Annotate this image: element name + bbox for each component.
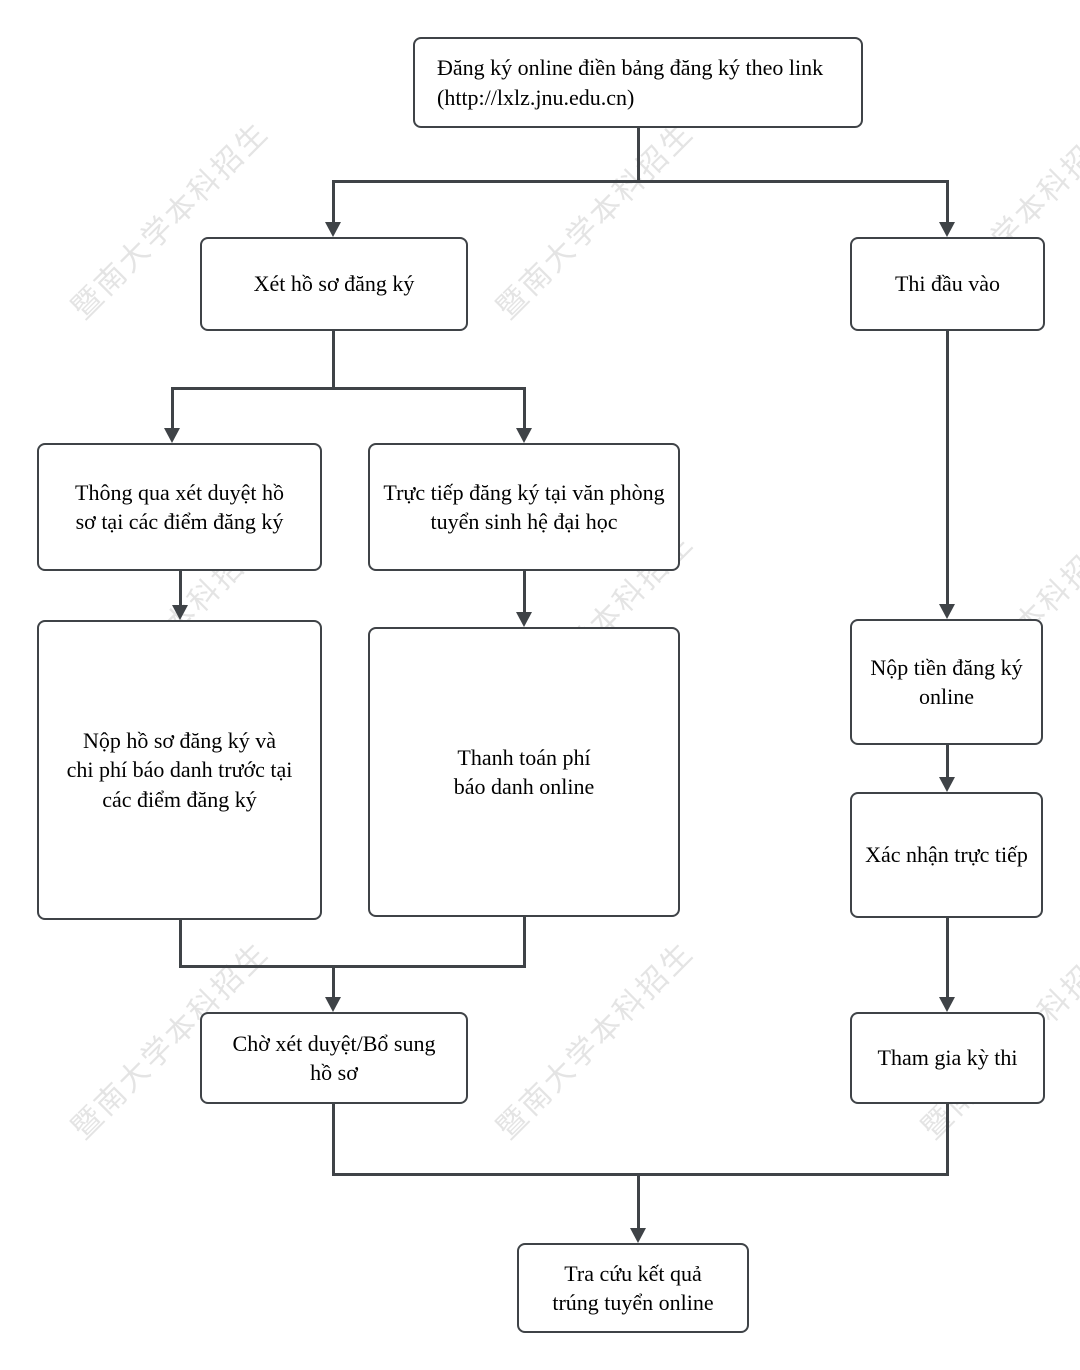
node-pay-registration-online: Nộp tiền đăng ký online — [850, 619, 1043, 745]
arrow-down-icon — [325, 222, 341, 237]
node-label: Thông qua xét duyệt hồ sơ tại các điểm đ… — [75, 479, 284, 534]
node-register-online: Đăng ký online điền bảng đăng ký theo li… — [413, 37, 863, 128]
arrow-down-icon — [939, 777, 955, 792]
connector-line — [332, 331, 335, 389]
node-label: Nộp tiền đăng ký online — [870, 654, 1023, 709]
connector-line — [523, 917, 526, 967]
node-direct-confirmation: Xác nhận trực tiếp — [850, 792, 1043, 918]
node-label: Xác nhận trực tiếp — [865, 842, 1028, 868]
arrow-down-icon — [939, 222, 955, 237]
node-entrance-exam: Thi đầu vào — [850, 237, 1045, 331]
connector-line — [946, 918, 949, 999]
connector-line — [171, 387, 526, 390]
connector-line — [332, 1104, 335, 1175]
connector-line — [332, 180, 335, 225]
connector-line — [171, 387, 174, 430]
arrow-down-icon — [325, 997, 341, 1012]
node-wait-review: Chờ xét duyệt/Bổ sung hồ sơ — [200, 1012, 468, 1104]
node-pay-fee-online: Thanh toán phí báo danh online — [368, 627, 680, 917]
node-label: Thanh toán phí báo danh online — [453, 744, 595, 799]
node-label: Xét hồ sơ đăng ký — [253, 271, 415, 297]
node-label: Chờ xét duyệt/Bổ sung hồ sơ — [232, 1030, 436, 1085]
arrow-down-icon — [939, 997, 955, 1012]
connector-line — [946, 331, 949, 606]
connector-line — [946, 1104, 949, 1175]
node-direct-at-office: Trực tiếp đăng ký tại văn phòng tuyển si… — [368, 443, 680, 571]
node-label: Nộp hồ sơ đăng ký và chi phí báo danh tr… — [66, 728, 293, 812]
connector-line — [179, 965, 526, 968]
connector-line — [637, 126, 640, 182]
node-label: Thi đầu vào — [894, 271, 1001, 297]
connector-line — [179, 571, 182, 607]
node-label: Tham gia kỳ thi — [877, 1045, 1018, 1071]
watermark-text: 暨南大学本科招生 — [489, 114, 702, 327]
arrow-down-icon — [164, 428, 180, 443]
connector-line — [523, 571, 526, 614]
node-review-application: Xét hồ sơ đăng ký — [200, 237, 468, 331]
arrow-down-icon — [172, 605, 188, 620]
node-label: Trực tiếp đăng ký tại văn phòng tuyển si… — [383, 479, 665, 534]
connector-line — [946, 745, 949, 779]
connector-line — [946, 180, 949, 225]
connector-line — [332, 180, 949, 183]
node-check-results: Tra cứu kết quả trúng tuyển online — [517, 1243, 749, 1333]
node-approved-at-points: Thông qua xét duyệt hồ sơ tại các điểm đ… — [37, 443, 322, 571]
node-label: Đăng ký online điền bảng đăng ký theo li… — [437, 55, 824, 110]
arrow-down-icon — [516, 428, 532, 443]
node-submit-docs-fee: Nộp hồ sơ đăng ký và chi phí báo danh tr… — [37, 620, 322, 920]
connector-line — [637, 1173, 640, 1230]
arrow-down-icon — [516, 612, 532, 627]
connector-line — [332, 1173, 949, 1176]
arrow-down-icon — [630, 1228, 646, 1243]
watermark-text: 暨南大学本科招生 — [489, 934, 702, 1147]
connector-line — [523, 387, 526, 430]
arrow-down-icon — [939, 604, 955, 619]
connector-line — [332, 965, 335, 999]
connector-line — [179, 920, 182, 967]
node-take-exam: Tham gia kỳ thi — [850, 1012, 1045, 1104]
node-label: Tra cứu kết quả trúng tuyển online — [552, 1260, 714, 1315]
